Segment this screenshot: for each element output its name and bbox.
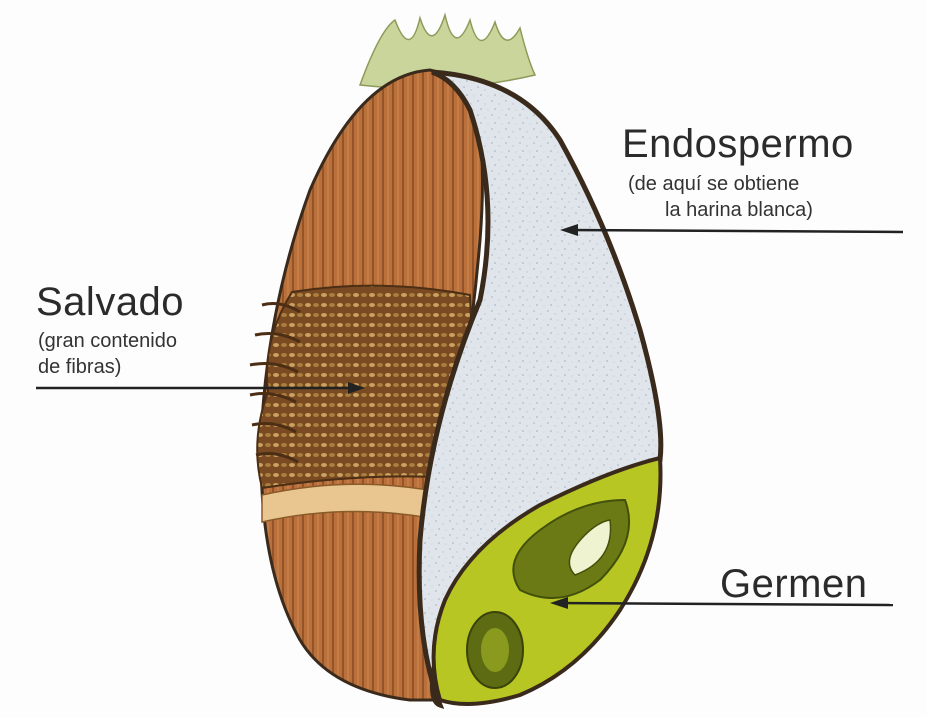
salvado-note-line2: de fibras) (38, 354, 121, 380)
endospermo-note-line2: la harina blanca) (665, 197, 813, 223)
endospermo-label: Endospermo (622, 122, 854, 167)
endospermo-note-line1: (de aquí se obtiene (628, 171, 799, 197)
salvado-note-line1: (gran contenido (38, 328, 177, 354)
germen-label: Germen (720, 562, 868, 607)
endospermo-leader-line (565, 230, 903, 232)
salvado-label: Salvado (36, 280, 184, 325)
